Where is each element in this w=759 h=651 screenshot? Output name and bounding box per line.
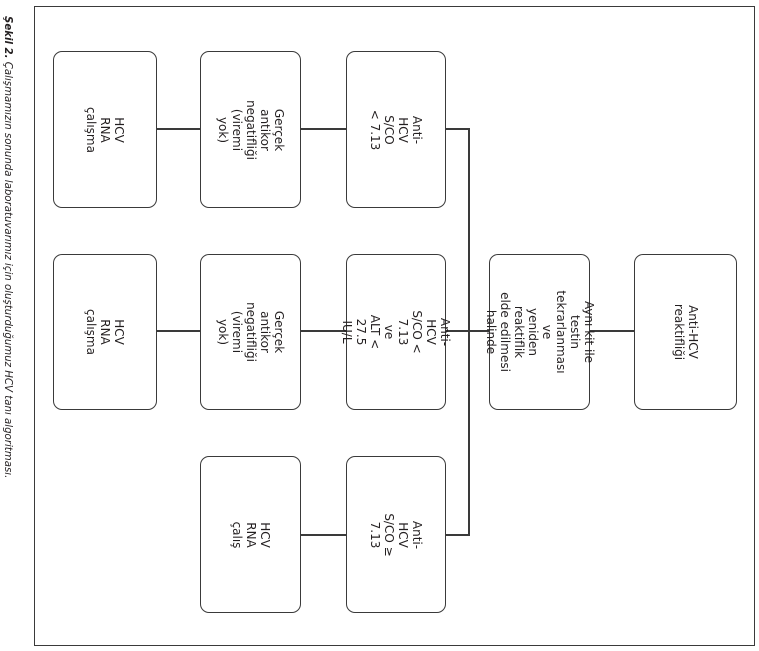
connector-sco-mid-trunk [446, 330, 469, 332]
box-retest-same-kit-text: Aynı kit ile testin tekrarlanması ve yen… [483, 290, 596, 374]
connector-retest-reactive [590, 330, 634, 332]
box-antikor-negatifligi-mid: Gerçek antikor negatifliği (viremi yok) [200, 254, 301, 410]
connector-antikor-sco-mid [301, 330, 346, 332]
box-hcv-rna-mid: HCV RNA çalışma [53, 254, 157, 410]
box-sco-and-alt-text: Anti-HCV S/CO < 7.13 ve ALT < 27.5 IU/L [340, 310, 452, 354]
box-sco-below-713: Anti-HCV S/CO < 7.13 [346, 51, 446, 208]
connector-rna-antikor-top [157, 128, 200, 130]
box-hcv-rna-bottom: HCV RNA çalış [200, 456, 301, 613]
connector-rna-sco-bottom [301, 534, 346, 536]
connector-vertical-trunk [468, 128, 470, 536]
connector-sco-top-trunk [446, 128, 469, 130]
box-hcv-rna-bottom-text: HCV RNA çalış [229, 521, 272, 548]
box-antikor-negatifligi-top: Gerçek antikor negatifliği (viremi yok) [200, 51, 301, 208]
box-retest-same-kit: Aynı kit ile testin tekrarlanması ve yen… [484, 254, 596, 410]
box-sco-below-713-text: Anti-HCV S/CO < 7.13 [368, 109, 424, 150]
box-antikor-negatifligi-mid-text: Gerçek antikor negatifliği (viremi yok) [215, 302, 286, 362]
box-sco-at-least-713: Anti-HCV S/CO ≥ 7.13 [346, 456, 446, 613]
box-sco-at-least-713-text: Anti-HCV S/CO ≥ 7.13 [368, 512, 424, 557]
box-antikor-negatifligi-top-text: Gerçek antikor negatifliği (viremi yok) [215, 99, 286, 160]
box-hcv-rna-top-text: HCV RNA çalışma [84, 106, 126, 153]
caption-text: Çalışmamızın sonunda laboratuvarımız içi… [2, 61, 13, 479]
connector-trunk-retest [468, 330, 489, 332]
box-hcv-rna-top: HCV RNA çalışma [53, 51, 157, 208]
caption-label: Şekil 2. [2, 16, 13, 59]
connector-antikor-sco-top [301, 128, 346, 130]
box-anti-hcv-reactive: Anti-HCV reaktifliği [634, 254, 737, 410]
box-hcv-rna-mid-text: HCV RNA çalışma [84, 309, 126, 355]
connector-sco-bottom-trunk [446, 534, 469, 536]
box-anti-hcv-reactive-text: Anti-HCV reaktifliği [671, 303, 700, 361]
box-sco-and-alt: Anti-HCV S/CO < 7.13 ve ALT < 27.5 IU/L [340, 254, 452, 410]
connector-rna-antikor-mid [157, 330, 200, 332]
figure-frame [34, 6, 755, 646]
